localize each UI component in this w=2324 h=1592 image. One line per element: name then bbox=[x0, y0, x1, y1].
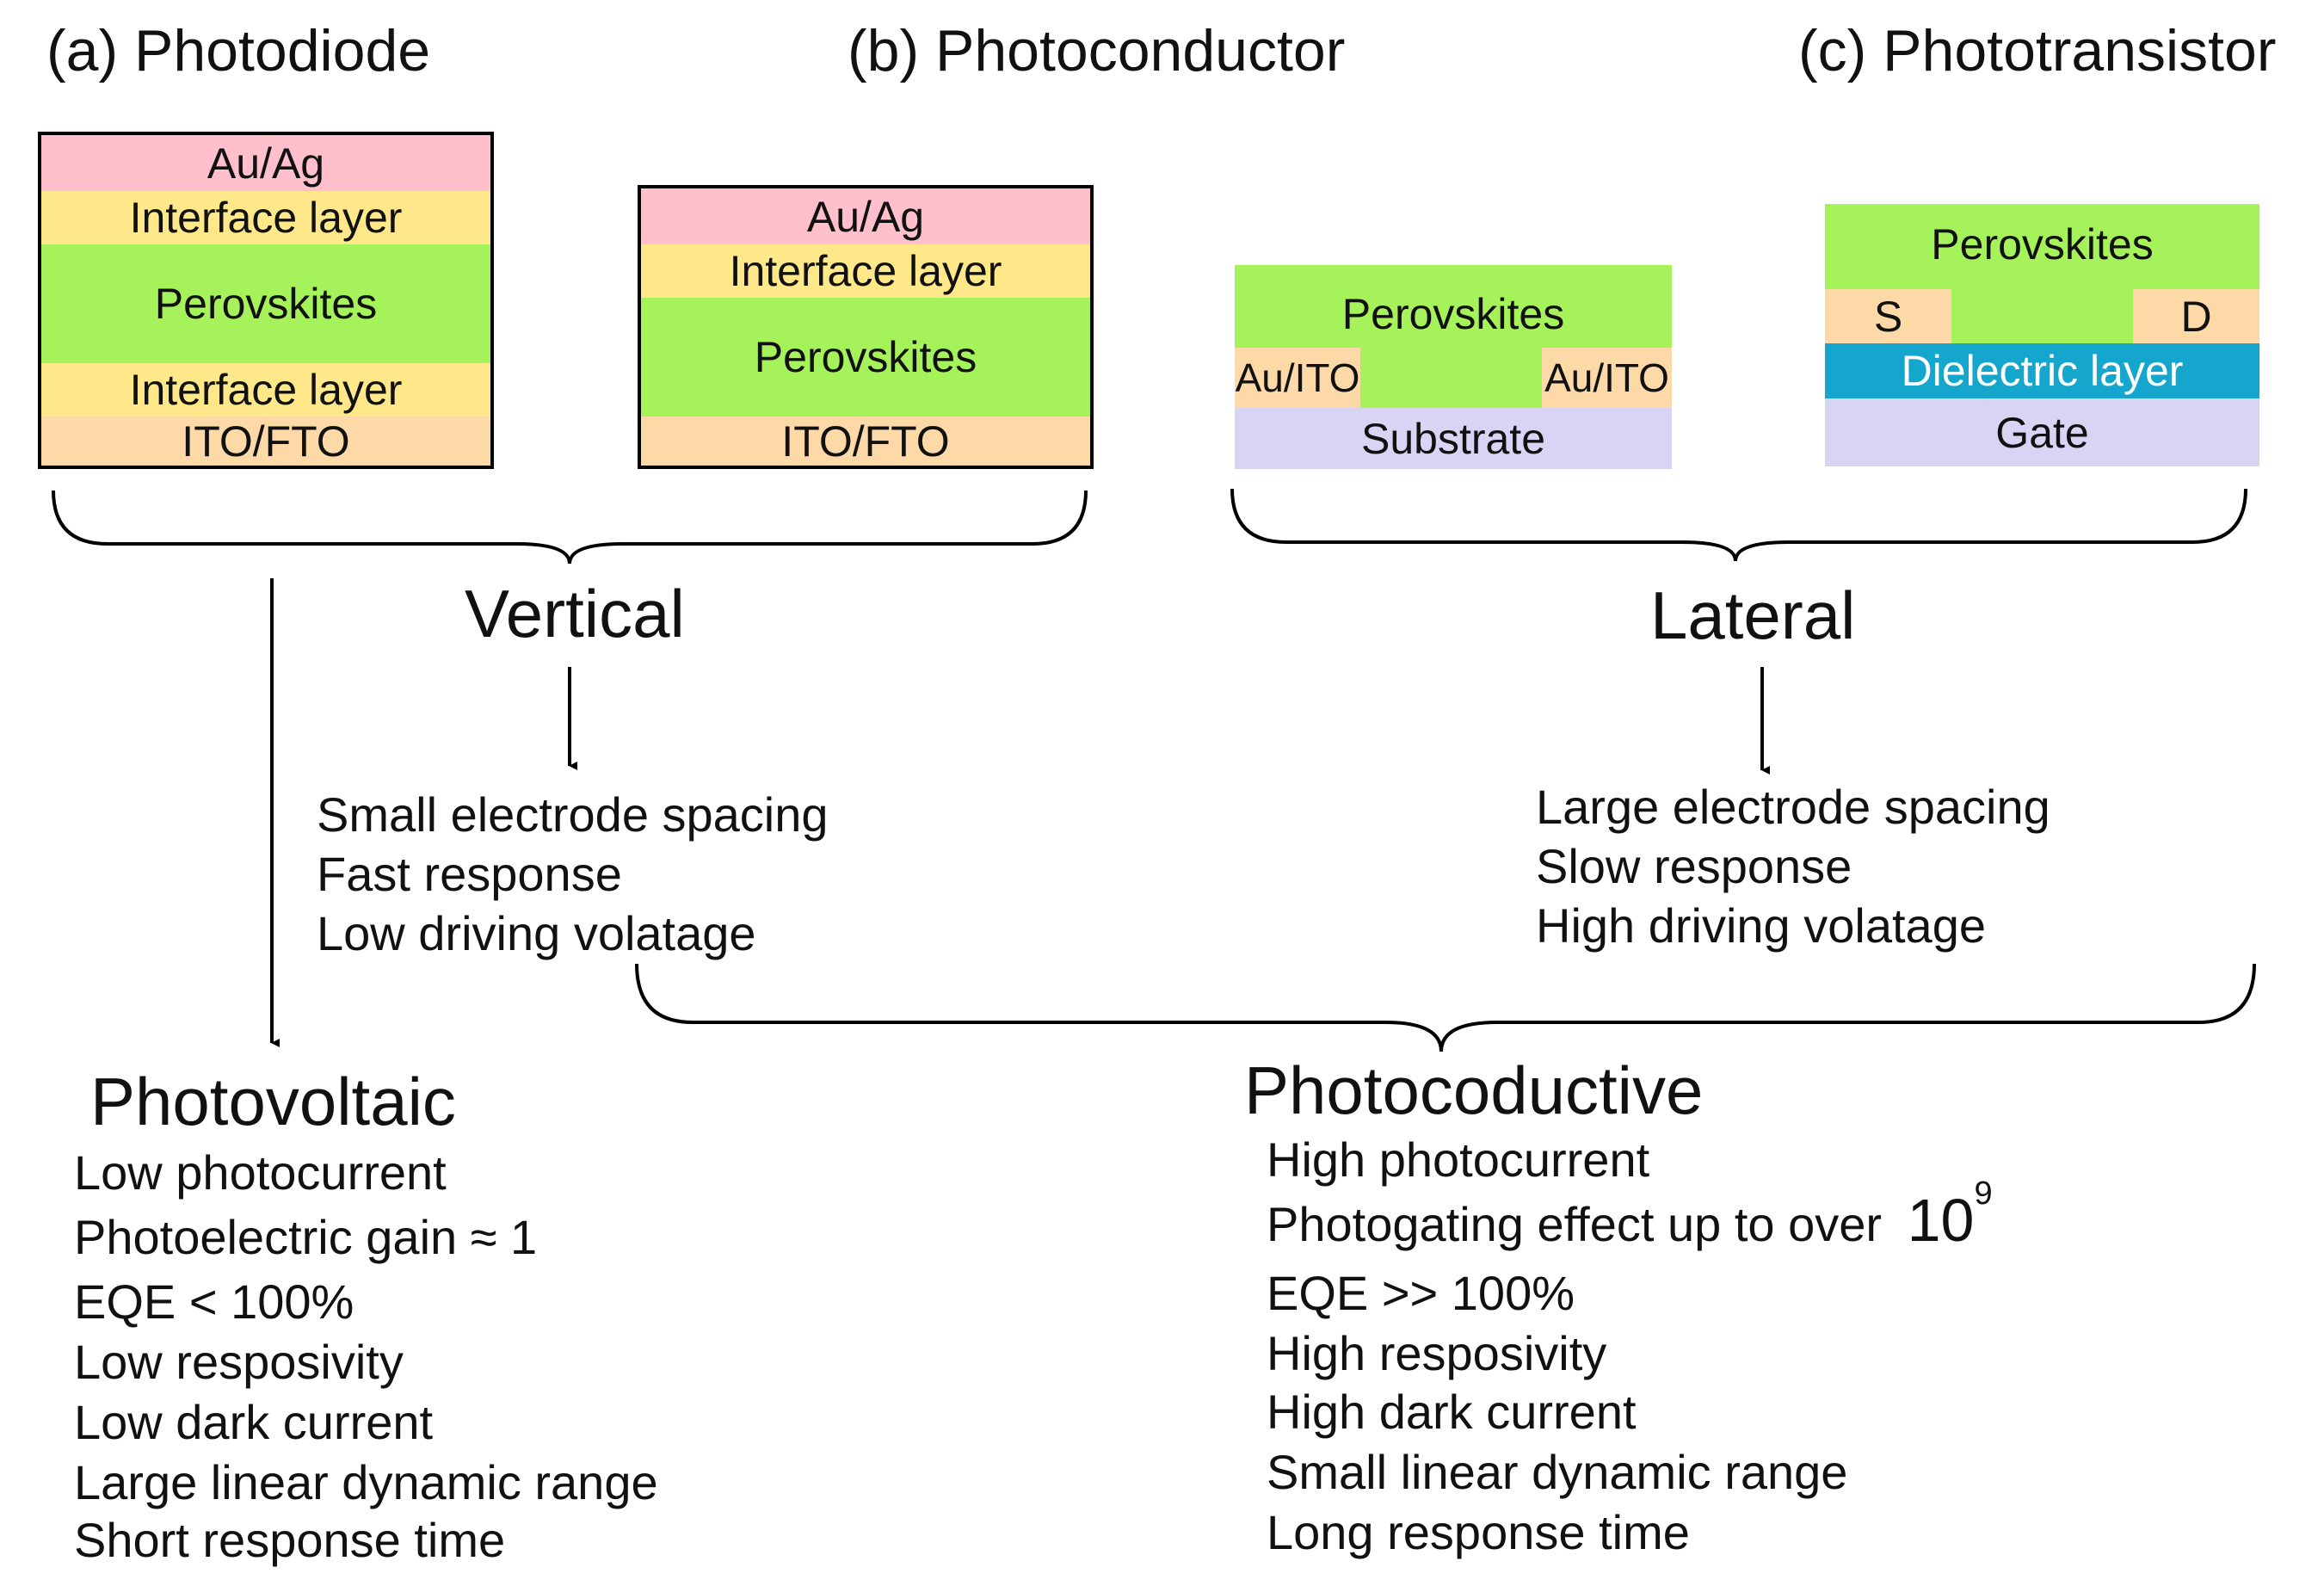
photodiode-ito-layer: ITO/FTO bbox=[41, 417, 490, 466]
photovoltaic-item: Short response time bbox=[74, 1513, 506, 1567]
vertical-heading: Vertical bbox=[465, 576, 685, 651]
vertical-item: Low driving volatage bbox=[317, 906, 756, 960]
transistor-source-electrode: S bbox=[1825, 289, 1951, 343]
lateral-item: Slow response bbox=[1536, 839, 1852, 893]
photovoltaic-item: Low resposivity bbox=[74, 1335, 404, 1389]
photoconductive-brace bbox=[635, 963, 2256, 1052]
transistor-gate-layer: Gate bbox=[1825, 398, 2259, 466]
transistor-dielectric-layer: Dielectric layer bbox=[1825, 343, 2259, 398]
photodiode-stack: Au/Ag Interface layer Perovskites Interf… bbox=[38, 132, 494, 469]
lateral-item: High driving volatage bbox=[1536, 898, 1986, 953]
vertical-item: Fast response bbox=[317, 847, 622, 901]
photoconductor-ito-layer: ITO/FTO bbox=[641, 417, 1090, 466]
photoconductive-item: Long response time bbox=[1267, 1505, 1690, 1559]
photovoltaic-item: Low photocurrent bbox=[74, 1145, 447, 1200]
title-phototransistor: (c) Phototransistor bbox=[1798, 18, 2277, 83]
photoconductor-perovskite-layer: Perovskites bbox=[641, 298, 1090, 417]
photoconductive-heading: Photocoductive bbox=[1244, 1052, 1704, 1128]
photovoltaic-item: Low dark current bbox=[74, 1395, 434, 1449]
photoconductive-item-photogating: Photogating effect up to over 109 bbox=[1267, 1175, 1993, 1255]
photovoltaic-item: Large linear dynamic range bbox=[74, 1455, 658, 1509]
phototransistor-stack: Perovskites S D Dielectric layer Gate bbox=[1825, 204, 2259, 466]
photodiode-au-ag-layer: Au/Ag bbox=[41, 135, 490, 191]
lateral-heading: Lateral bbox=[1650, 577, 1856, 653]
photoconductor-interface-layer: Interface layer bbox=[641, 244, 1090, 298]
transistor-drain-electrode: D bbox=[2133, 289, 2259, 343]
lateral-left-electrode: Au/ITO bbox=[1235, 348, 1360, 408]
photoconductor-lateral-stack: Perovskites Au/ITO Au/ITO Substrate bbox=[1235, 265, 1672, 469]
lateral-item: Large electrode spacing bbox=[1536, 780, 2050, 834]
photoconductor-au-ag-layer: Au/Ag bbox=[641, 188, 1090, 244]
photogating-gain-exponent: 9 bbox=[1974, 1175, 1993, 1212]
photoconductive-item: High photocurrent bbox=[1267, 1132, 1650, 1187]
lateral-right-electrode: Au/ITO bbox=[1542, 348, 1672, 408]
photogating-gain-base: 10 bbox=[1907, 1187, 1975, 1254]
photovoltaic-item: Photoelectric gain ≈ 1 bbox=[74, 1210, 538, 1264]
photodiode-interface-bottom-layer: Interface layer bbox=[41, 363, 490, 417]
photovoltaic-item: EQE < 100% bbox=[74, 1274, 354, 1329]
photoconductive-item: High resposivity bbox=[1267, 1326, 1607, 1380]
photodiode-interface-top-layer: Interface layer bbox=[41, 191, 490, 244]
photoconductive-item: EQE >> 100% bbox=[1267, 1266, 1575, 1320]
photoconductive-item: High dark current bbox=[1267, 1385, 1637, 1439]
photogating-text: Photogating effect up to over bbox=[1267, 1197, 1883, 1251]
photoconductive-item: Small linear dynamic range bbox=[1267, 1445, 1848, 1499]
photoconductor-vertical-stack: Au/Ag Interface layer Perovskites ITO/FT… bbox=[638, 185, 1094, 469]
vertical-brace bbox=[52, 490, 1088, 565]
photodiode-perovskite-layer: Perovskites bbox=[41, 244, 490, 363]
photovoltaic-heading: Photovoltaic bbox=[90, 1064, 456, 1139]
title-photoconductor: (b) Photoconductor bbox=[848, 18, 1346, 83]
vertical-item: Small electrode spacing bbox=[317, 787, 829, 842]
title-photodiode: (a) Photodiode bbox=[46, 18, 431, 83]
lateral-substrate-layer: Substrate bbox=[1235, 408, 1672, 469]
lateral-brace bbox=[1230, 488, 2247, 562]
